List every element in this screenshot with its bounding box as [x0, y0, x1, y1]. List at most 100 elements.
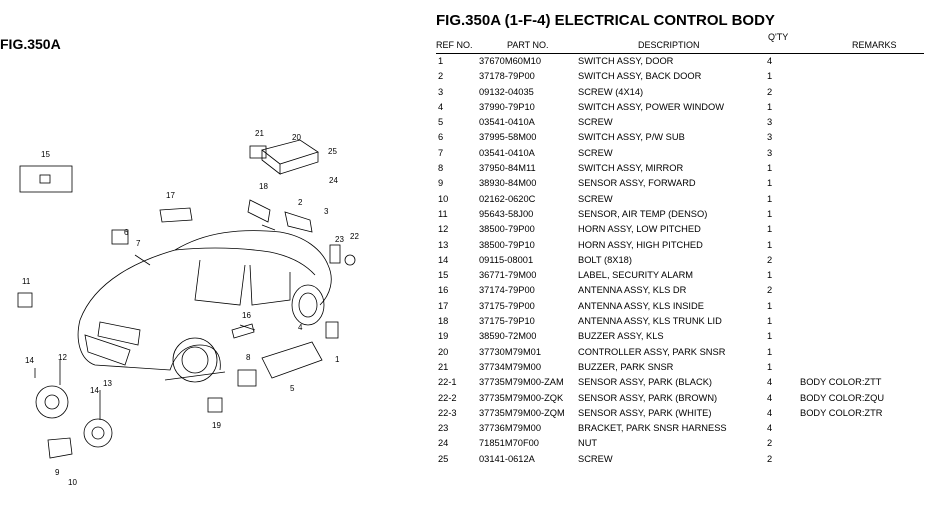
callout-13: 13 — [103, 379, 112, 388]
qty-cell: 1 — [767, 101, 773, 112]
qty-cell: 3 — [767, 132, 773, 143]
ref-no-cell: 22-1 — [438, 377, 457, 388]
part-no-cell: 71851M70F00 — [479, 438, 539, 449]
qty-cell: 1 — [767, 193, 773, 204]
remarks-cell: BODY COLOR:ZTT — [800, 377, 882, 388]
part-no-cell: 38500-79P10 — [479, 239, 535, 250]
description-cell: BOLT (8X18) — [578, 254, 632, 265]
qty-cell: 1 — [767, 163, 773, 174]
part-no-cell: 37670M60M10 — [479, 56, 542, 66]
qty-cell: 4 — [767, 377, 773, 388]
callout-25: 25 — [328, 147, 337, 156]
description-cell: HORN ASSY, LOW PITCHED — [578, 224, 701, 235]
description-cell: BUZZER ASSY, KLS — [578, 331, 664, 342]
qty-cell: 1 — [767, 224, 773, 235]
qty-cell: 1 — [767, 346, 773, 357]
ref-no-cell: 16 — [438, 285, 449, 296]
antenna-trunk-part — [247, 199, 271, 223]
controller-part — [261, 139, 319, 165]
description-cell: SWITCH ASSY, MIRROR — [578, 163, 684, 174]
callout-14b: 14 — [90, 386, 99, 395]
description-cell: SENSOR ASSY, FORWARD — [578, 178, 696, 189]
ref-no-cell: 12 — [438, 224, 449, 235]
qty-cell: 4 — [767, 392, 773, 403]
description-cell: LABEL, SECURITY ALARM — [578, 270, 694, 281]
part-no-cell: 38500-79P00 — [479, 224, 535, 235]
security-label-part — [19, 165, 73, 193]
part-no-cell: 02162-0620C — [479, 193, 536, 204]
callout-14a: 14 — [25, 356, 34, 365]
qty-cell: 1 — [767, 270, 773, 281]
description-cell: BUZZER, PARK SNSR — [578, 361, 674, 372]
part-no-cell: 95643-58J00 — [479, 208, 534, 219]
kls-buzzer-part — [207, 397, 223, 413]
antenna-dr-part — [231, 323, 255, 339]
callout-6: 6 — [124, 228, 129, 237]
callout-4: 4 — [298, 323, 303, 332]
part-no-cell: 03541-0410A — [479, 117, 535, 128]
callout-23: 23 — [335, 235, 344, 244]
description-cell: ANTENNA ASSY, KLS DR — [578, 285, 687, 296]
ref-no-cell: 13 — [438, 239, 449, 250]
part-no-cell: 09115-08001 — [479, 254, 534, 265]
back-door-switch-part — [284, 211, 313, 233]
remarks-cell: BODY COLOR:ZQU — [800, 392, 885, 403]
part-no-cell: 37735M79M00-ZQM — [479, 407, 565, 418]
callout-8: 8 — [246, 353, 251, 362]
qty-cell: 2 — [767, 438, 773, 449]
page-title: FIG.350A (1-F-4) ELECTRICAL CONTROL BODY — [436, 12, 775, 29]
header-remarks: REMARKS — [852, 40, 897, 50]
callout-11: 11 — [22, 277, 31, 286]
ref-no-cell: 25 — [438, 453, 449, 464]
ref-no-cell: 9 — [438, 178, 444, 189]
callout-10: 10 — [68, 478, 77, 487]
qty-cell: 2 — [767, 86, 773, 97]
description-cell: SWITCH ASSY, P/W SUB — [578, 132, 685, 143]
part-no-cell: 37734M79M00 — [479, 361, 542, 372]
part-no-cell: 38930-84M00 — [479, 178, 537, 189]
callout-17: 17 — [166, 191, 175, 200]
table-row: 10 02162-0620C SCREW 1 — [436, 193, 926, 208]
horn-high-part — [83, 418, 113, 448]
qty-cell: 2 — [767, 453, 773, 464]
description-cell: HORN ASSY, HIGH PITCHED — [578, 239, 703, 250]
park-sensor-part — [344, 254, 356, 266]
description-cell: SCREW — [578, 117, 613, 128]
description-cell: SCREW — [578, 193, 613, 204]
ref-no-cell: 23 — [438, 423, 449, 434]
description-cell: SCREW — [578, 147, 613, 158]
callout-24: 24 — [329, 176, 338, 185]
qty-cell: 1 — [767, 331, 773, 342]
callout-16: 16 — [242, 311, 251, 320]
description-cell: ANTENNA ASSY, KLS TRUNK LID — [578, 316, 722, 327]
description-cell: SENSOR, AIR TEMP (DENSO) — [578, 208, 708, 219]
qty-cell: 4 — [767, 423, 773, 434]
part-no-cell: 37950-84M11 — [479, 163, 536, 174]
qty-cell: 1 — [767, 361, 773, 372]
ref-no-cell: 2 — [438, 71, 444, 82]
callout-19: 19 — [212, 421, 221, 430]
ref-no-cell: 14 — [438, 254, 449, 265]
callout-1: 1 — [335, 355, 340, 364]
description-cell: ANTENNA ASSY, KLS INSIDE — [578, 300, 704, 311]
part-no-cell: 36771-79M00 — [479, 270, 537, 281]
ref-no-cell: 3 — [438, 86, 444, 97]
qty-cell: 4 — [767, 407, 773, 418]
description-cell: SENSOR ASSY, PARK (WHITE) — [578, 407, 712, 418]
qty-cell: 2 — [767, 285, 773, 296]
ref-no-cell: 10 — [438, 193, 449, 204]
header-description: DESCRIPTION — [638, 40, 700, 50]
